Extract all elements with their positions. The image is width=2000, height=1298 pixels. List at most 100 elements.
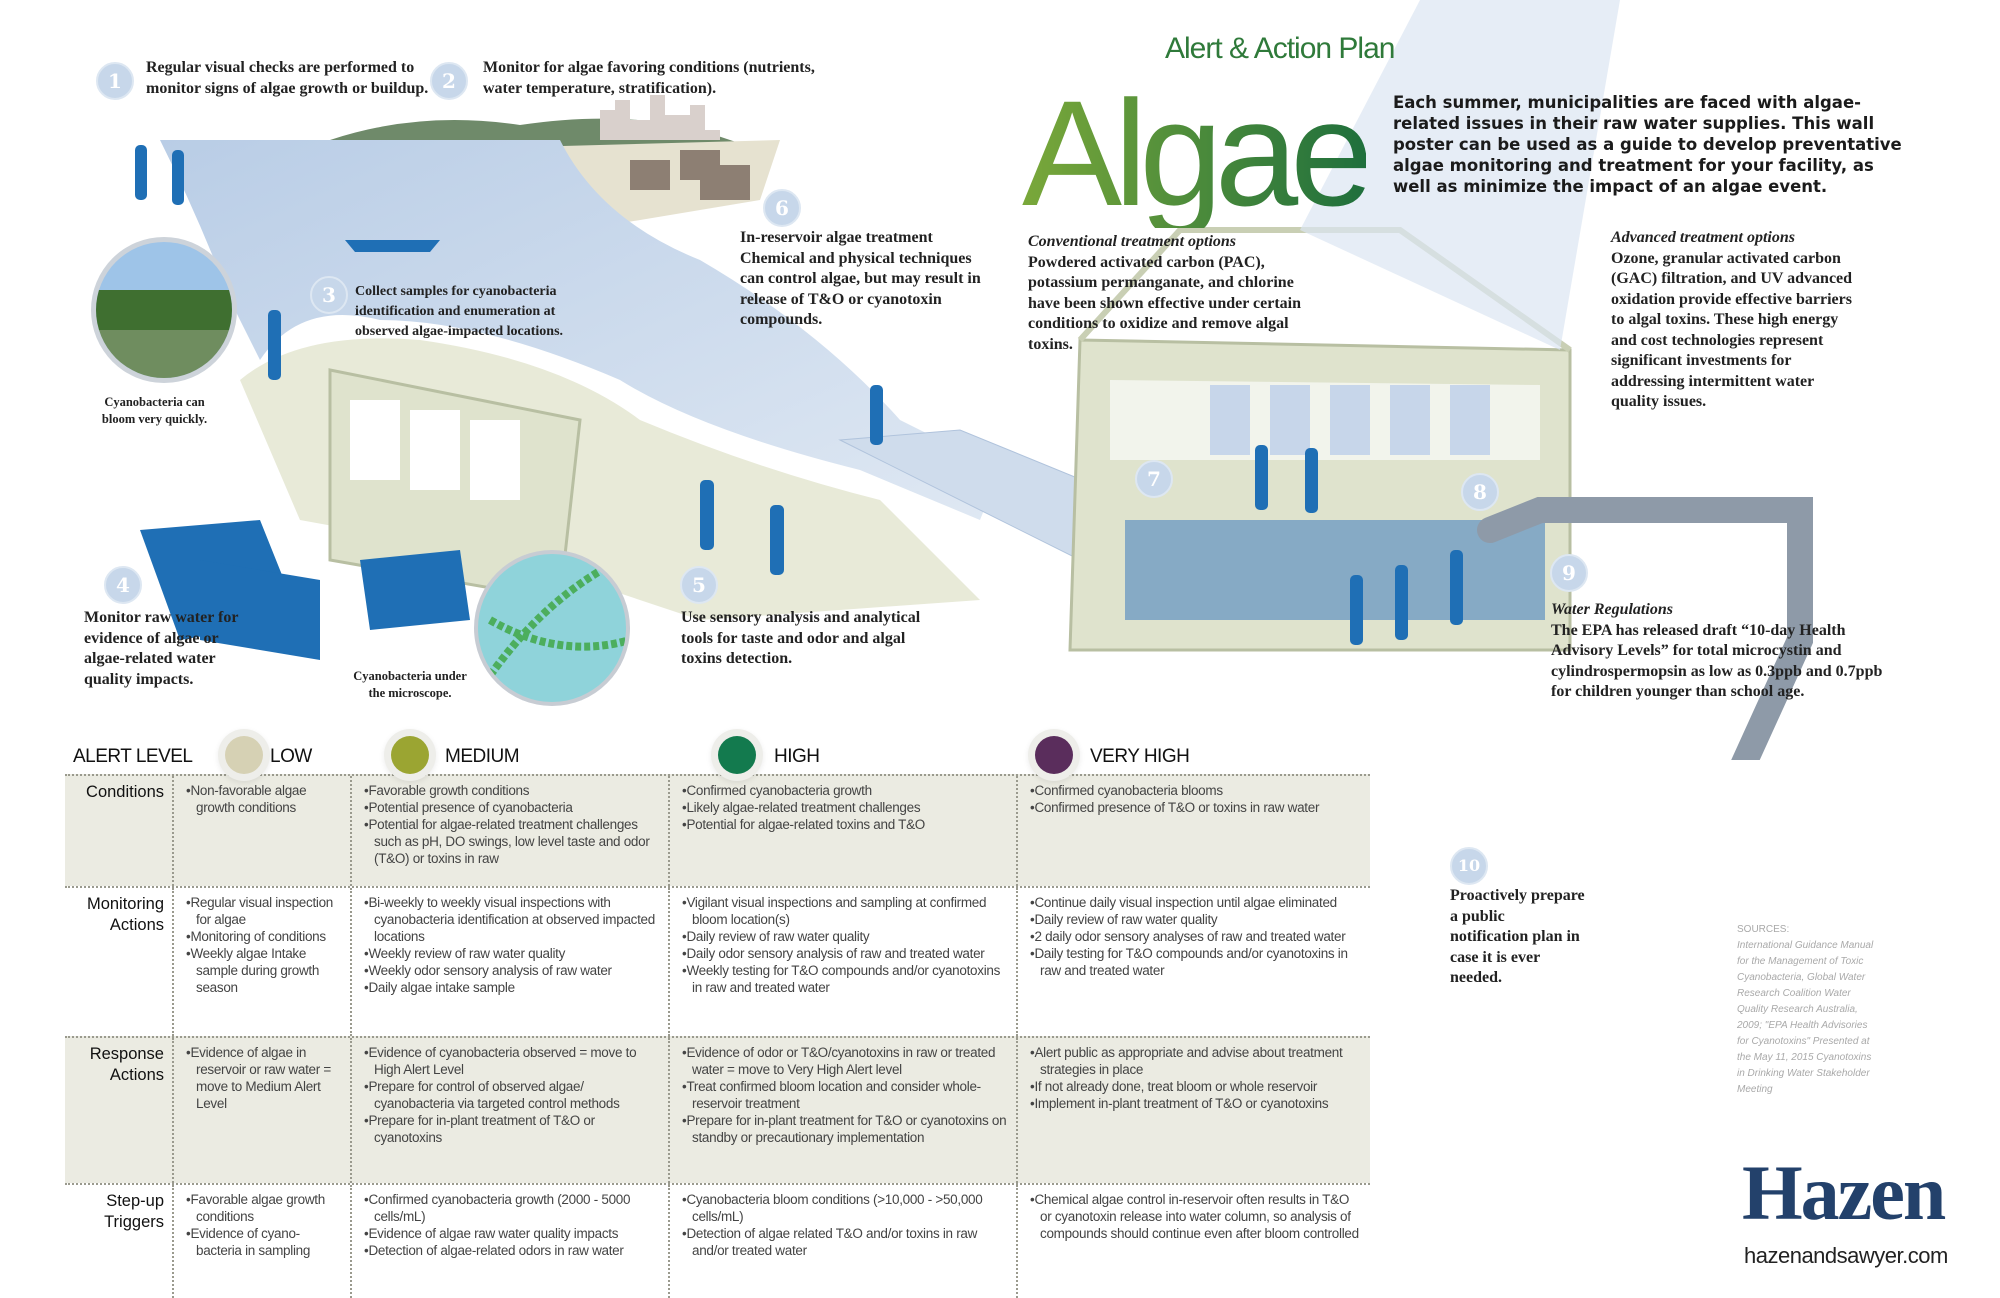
step-2-text: Monitor for algae favoring conditions (n… bbox=[483, 59, 815, 97]
step-3-badge: 3 bbox=[310, 276, 348, 314]
bullet-item: Implement in-plant treatment of T&O or c… bbox=[1030, 1095, 1362, 1112]
step-6-body: Chemical and physical techniques can con… bbox=[740, 249, 981, 329]
level-very-high: VERY HIGH bbox=[1090, 746, 1190, 767]
lab-building bbox=[140, 368, 582, 660]
step-10-badge: 10 bbox=[1450, 847, 1488, 885]
bullet-item: Bi-weekly to weekly visual inspections w… bbox=[364, 894, 660, 945]
bullet-item: Cyanobacteria bloom conditions (>10,000 … bbox=[682, 1191, 1008, 1225]
treatment-plant bbox=[1068, 0, 1620, 652]
table-row: Step-up TriggersFavorable algae growth c… bbox=[65, 1183, 1370, 1298]
table-cell: Non-favorable algae growth conditions bbox=[172, 776, 350, 886]
alert-table-body: Conditions Non-favorable algae growth con… bbox=[65, 774, 1370, 1298]
step-7-badge: 7 bbox=[1135, 460, 1173, 498]
poster-subtitle: Alert & Action Plan bbox=[1165, 32, 1395, 65]
step-1-badge: 1 bbox=[96, 62, 134, 100]
table-cell: Confirmed cyanobacteria growthLikely alg… bbox=[668, 776, 1016, 886]
table-cell: Continue daily visual inspection until a… bbox=[1016, 888, 1370, 1036]
bullet-item: Continue daily visual inspection until a… bbox=[1030, 894, 1362, 911]
bullet-item: Alert public as appropriate and advise a… bbox=[1030, 1044, 1362, 1078]
step-6-badge: 6 bbox=[763, 189, 801, 227]
bullet-item: Daily review of raw water quality bbox=[682, 928, 1008, 945]
table-row: Monitoring ActionsRegular visual inspect… bbox=[65, 886, 1370, 1036]
row-header: Monitoring Actions bbox=[86, 895, 164, 934]
table-cell: Cyanobacteria bloom conditions (>10,000 … bbox=[668, 1185, 1016, 1298]
bullet-item: Weekly testing for T&O compounds and/or … bbox=[682, 962, 1008, 996]
bullet-item: Weekly odor sensory analysis of raw wate… bbox=[364, 962, 660, 979]
table-row: Response Actions Evidence of algae in res… bbox=[65, 1036, 1370, 1183]
step-10-text: Proactively prepare a public notificatio… bbox=[1450, 887, 1585, 986]
bullet-item: Chemical algae control in-reservoir ofte… bbox=[1030, 1191, 1362, 1242]
table-cell: Favorable growth conditionsPotential pre… bbox=[350, 776, 668, 886]
high-level-dot bbox=[718, 736, 756, 774]
step-8-body: Ozone, granular activated carbon (GAC) f… bbox=[1611, 249, 1853, 411]
bullet-item: Daily algae intake sample bbox=[364, 979, 660, 996]
table-cell: Evidence of odor or T&O/cyanotoxins in r… bbox=[668, 1038, 1016, 1183]
hazen-logo: Hazen bbox=[1742, 1149, 1946, 1236]
row-header: Response Actions bbox=[89, 1045, 164, 1084]
bullet-item: Evidence of cyano-bacteria in sampling bbox=[186, 1225, 342, 1259]
step-5-badge: 5 bbox=[680, 566, 718, 604]
step-4-text: Monitor raw water for evidence of algae … bbox=[84, 609, 239, 688]
row-header: Conditions bbox=[86, 783, 164, 801]
table-cell: Regular visual inspection for algaeMonit… bbox=[172, 888, 350, 1036]
bullet-item: Favorable growth conditions bbox=[364, 782, 660, 799]
step-3-text: Collect samples for cyanobacteria identi… bbox=[355, 284, 564, 339]
alert-level-table: ALERT LEVEL LOW MEDIUM HIGH VERY HIGH Co… bbox=[65, 736, 1370, 1298]
bullet-item: Evidence of odor or T&O/cyanotoxins in r… bbox=[682, 1044, 1008, 1078]
table-cell: Favorable algae growth conditionsEvidenc… bbox=[172, 1185, 350, 1298]
people-silhouettes bbox=[135, 145, 1463, 645]
table-cell: Bi-weekly to weekly visual inspections w… bbox=[350, 888, 668, 1036]
level-low: LOW bbox=[270, 746, 312, 767]
bullet-item: Confirmed cyanobacteria blooms bbox=[1030, 782, 1362, 799]
sources-label: SOURCES: bbox=[1737, 924, 1790, 935]
step-9-body: The EPA has released draft “10-day Healt… bbox=[1551, 621, 1883, 701]
bullet-item: Weekly algae Intake sample during growth… bbox=[186, 945, 342, 996]
bullet-item: Weekly review of raw water quality bbox=[364, 945, 660, 962]
very-high-level-dot bbox=[1035, 736, 1073, 774]
bullet-item: 2 daily odor sensory analyses of raw and… bbox=[1030, 928, 1362, 945]
level-high: HIGH bbox=[774, 746, 820, 767]
microscope-caption: Cyanobacteria under the microscope. bbox=[353, 669, 467, 700]
bullet-item: If not already done, treat bloom or whol… bbox=[1030, 1078, 1362, 1095]
bullet-item: Confirmed cyanobacteria growth bbox=[682, 782, 1008, 799]
step-6-text: In-reservoir algae treatment Chemical an… bbox=[740, 228, 990, 331]
sources-text: International Guidance Manual for the Ma… bbox=[1737, 940, 1874, 1095]
bullet-item: Daily testing for T&O compounds and/or c… bbox=[1030, 945, 1362, 979]
table-cell: Alert public as appropriate and advise a… bbox=[1016, 1038, 1370, 1183]
bullet-item: Prepare for in-plant treatment for T&O o… bbox=[682, 1112, 1008, 1146]
bullet-item: Confirmed presence of T&O or toxins in r… bbox=[1030, 799, 1362, 816]
bullet-item: Monitoring of conditions bbox=[186, 928, 342, 945]
boat bbox=[345, 240, 440, 252]
water-system-illustration bbox=[91, 0, 1813, 760]
bullet-item: Daily odor sensory analysis of raw and t… bbox=[682, 945, 1008, 962]
bullet-item: Vigilant visual inspections and sampling… bbox=[682, 894, 1008, 928]
website-link[interactable]: hazenandsawyer.com bbox=[1744, 1243, 1948, 1268]
step-9-title: Water Regulations bbox=[1551, 601, 1673, 618]
bullet-item: Detection of algae related T&O and/or to… bbox=[682, 1225, 1008, 1259]
row-header: Step-up Triggers bbox=[104, 1192, 164, 1231]
step-7-text: Conventional treatment options Powdered … bbox=[1028, 232, 1303, 355]
step-2-badge: 2 bbox=[430, 62, 468, 100]
bullet-item: Evidence of cyanobacteria observed = mov… bbox=[364, 1044, 660, 1078]
medium-level-dot bbox=[391, 736, 429, 774]
alert-level-header: ALERT LEVEL LOW MEDIUM HIGH VERY HIGH bbox=[65, 736, 1370, 774]
step-8-title: Advanced treatment options bbox=[1611, 229, 1795, 246]
step-5-text: Use sensory analysis and analytical tool… bbox=[681, 609, 921, 667]
bullet-item: Confirmed cyanobacteria growth (2000 - 5… bbox=[364, 1191, 660, 1225]
bullet-item: Evidence of algae in reservoir or raw wa… bbox=[186, 1044, 342, 1112]
intro-text: Each summer, municipalities are faced wi… bbox=[1393, 93, 1902, 196]
bullet-item: Likely algae-related treatment challenge… bbox=[682, 799, 1008, 816]
bullet-item: Non-favorable algae growth conditions bbox=[186, 782, 342, 816]
pipe bbox=[1477, 497, 1813, 760]
table-cell: Evidence of algae in reservoir or raw wa… bbox=[172, 1038, 350, 1183]
city-skyline bbox=[600, 95, 720, 140]
bullet-item: Prepare for control of observed algae/ c… bbox=[364, 1078, 660, 1112]
reservoir-water bbox=[160, 140, 1000, 520]
bullet-item: Regular visual inspection for algae bbox=[186, 894, 342, 928]
houses bbox=[630, 150, 750, 200]
step-8-badge: 8 bbox=[1461, 473, 1499, 511]
bullet-item: Prepare for in-plant treatment of T&O or… bbox=[364, 1112, 660, 1146]
table-cell: Confirmed cyanobacteria bloomsConfirmed … bbox=[1016, 776, 1370, 886]
step-7-body: Powdered activated carbon (PAC), potassi… bbox=[1028, 253, 1301, 353]
bullet-item: Daily review of raw water quality bbox=[1030, 911, 1362, 928]
